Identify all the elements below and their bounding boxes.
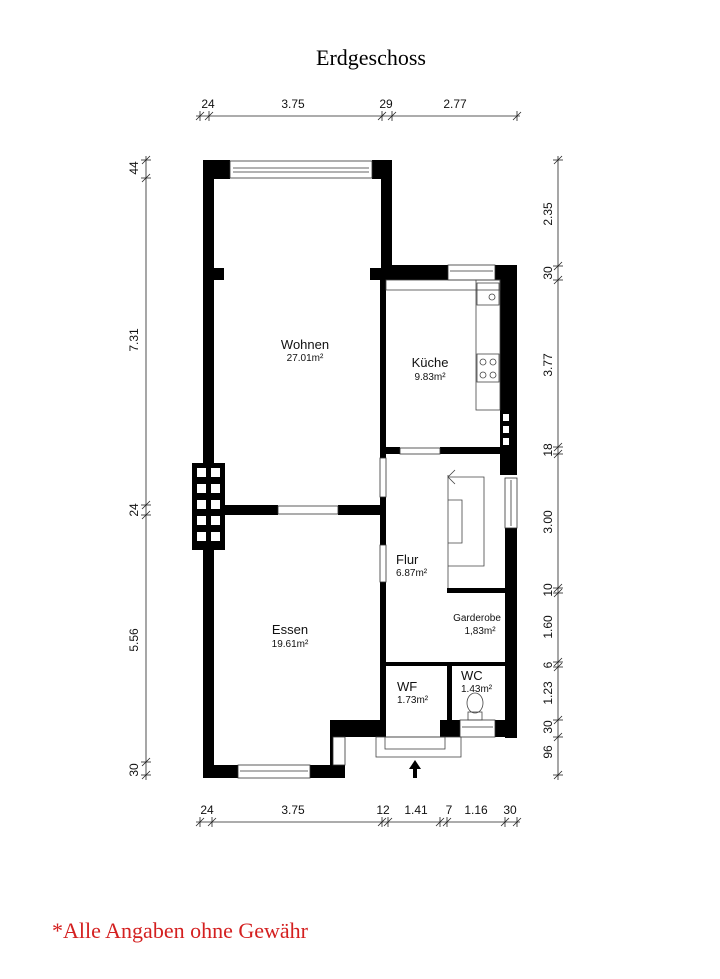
dim-label: 1.16 (464, 803, 488, 817)
room-essen: Essen 19.61m² (272, 622, 309, 650)
dimension-lines (145, 115, 559, 823)
windows (229, 160, 518, 779)
dim-label: 29 (379, 97, 393, 111)
dimensions-bottom: 24 3.75 12 1.41 7 1.16 30 (200, 803, 517, 817)
room-name: Wohnen (281, 337, 329, 352)
room-name: Flur (396, 552, 419, 567)
dim-label: 2.35 (541, 202, 555, 226)
chimney-vents (192, 410, 512, 550)
dim-label: 30 (127, 763, 141, 777)
vent-shaft (503, 426, 509, 433)
room-wohnen: Wohnen 27.01m² (281, 337, 329, 364)
vent-shaft (503, 414, 509, 421)
vent-shaft (211, 484, 220, 493)
dimension-ticks (141, 111, 563, 827)
room-kueche: Küche 9.83m² (412, 355, 449, 383)
dim-label: 30 (503, 803, 517, 817)
vent-shaft (197, 500, 206, 509)
vent-shaft (211, 500, 220, 509)
vent-shaft (211, 516, 220, 525)
dim-label: 7.31 (127, 328, 141, 352)
dim-label: 1.41 (404, 803, 428, 817)
sink-icon (476, 282, 500, 306)
vent-shaft (211, 532, 220, 541)
dim-label: 1.60 (541, 615, 555, 639)
dimensions-left: 44 7.31 24 5.56 30 (127, 161, 141, 777)
room-name: WF (397, 679, 417, 694)
stove-icon (476, 353, 500, 383)
vent-shaft (197, 532, 206, 541)
dim-label: 24 (201, 97, 215, 111)
arrow-up-icon (409, 760, 421, 778)
vent-shaft (197, 484, 206, 493)
room-area: 1,83m² (464, 626, 496, 637)
dimensions-top: 24 3.75 29 2.77 (201, 97, 467, 111)
room-name: Essen (272, 622, 308, 637)
room-area: 9.83m² (414, 372, 446, 383)
vent-shaft (503, 438, 509, 445)
room-garderobe: Garderobe 1,83m² (453, 613, 501, 637)
dim-label: 1.23 (541, 681, 555, 705)
dim-label: 18 (541, 443, 555, 457)
dim-label: 30 (541, 266, 555, 280)
dim-label: 6 (541, 661, 555, 668)
fixtures (375, 279, 501, 758)
dim-label: 24 (200, 803, 214, 817)
dim-label: 2.77 (443, 97, 467, 111)
room-area: 1.43m² (461, 684, 493, 695)
toilet-icon (466, 692, 484, 714)
dim-label: 10 (541, 583, 555, 597)
dimensions-right: 2.35 30 3.77 18 3.00 10 1.60 6 1.23 30 9… (541, 202, 555, 759)
dim-label: 96 (541, 745, 555, 759)
room-area: 1.73m² (397, 695, 429, 706)
dim-label: 24 (127, 503, 141, 517)
room-wf: WF 1.73m² (397, 679, 429, 706)
room-area: 6.87m² (396, 568, 428, 579)
room-wc: WC 1.43m² (461, 668, 493, 695)
dim-label: 3.77 (541, 353, 555, 377)
vent-shaft (197, 468, 206, 477)
room-name: Garderobe (453, 613, 501, 624)
dim-label: 5.56 (127, 628, 141, 652)
plan-title: Erdgeschoss (316, 45, 426, 70)
dim-label: 44 (127, 161, 141, 175)
disclaimer: *Alle Angaben ohne Gewähr (52, 918, 309, 943)
room-name: WC (461, 668, 483, 683)
room-area: 27.01m² (287, 353, 324, 364)
vent-shaft (197, 516, 206, 525)
dim-label: 3.00 (541, 510, 555, 534)
room-area: 19.61m² (272, 639, 309, 650)
dim-label: 3.75 (281, 803, 305, 817)
dim-label: 7 (446, 803, 453, 817)
dim-label: 30 (541, 720, 555, 734)
vent-shaft (211, 468, 220, 477)
room-flur: Flur 6.87m² (396, 552, 428, 579)
room-name: Küche (412, 355, 449, 370)
dim-label: 3.75 (281, 97, 305, 111)
dim-label: 12 (376, 803, 390, 817)
